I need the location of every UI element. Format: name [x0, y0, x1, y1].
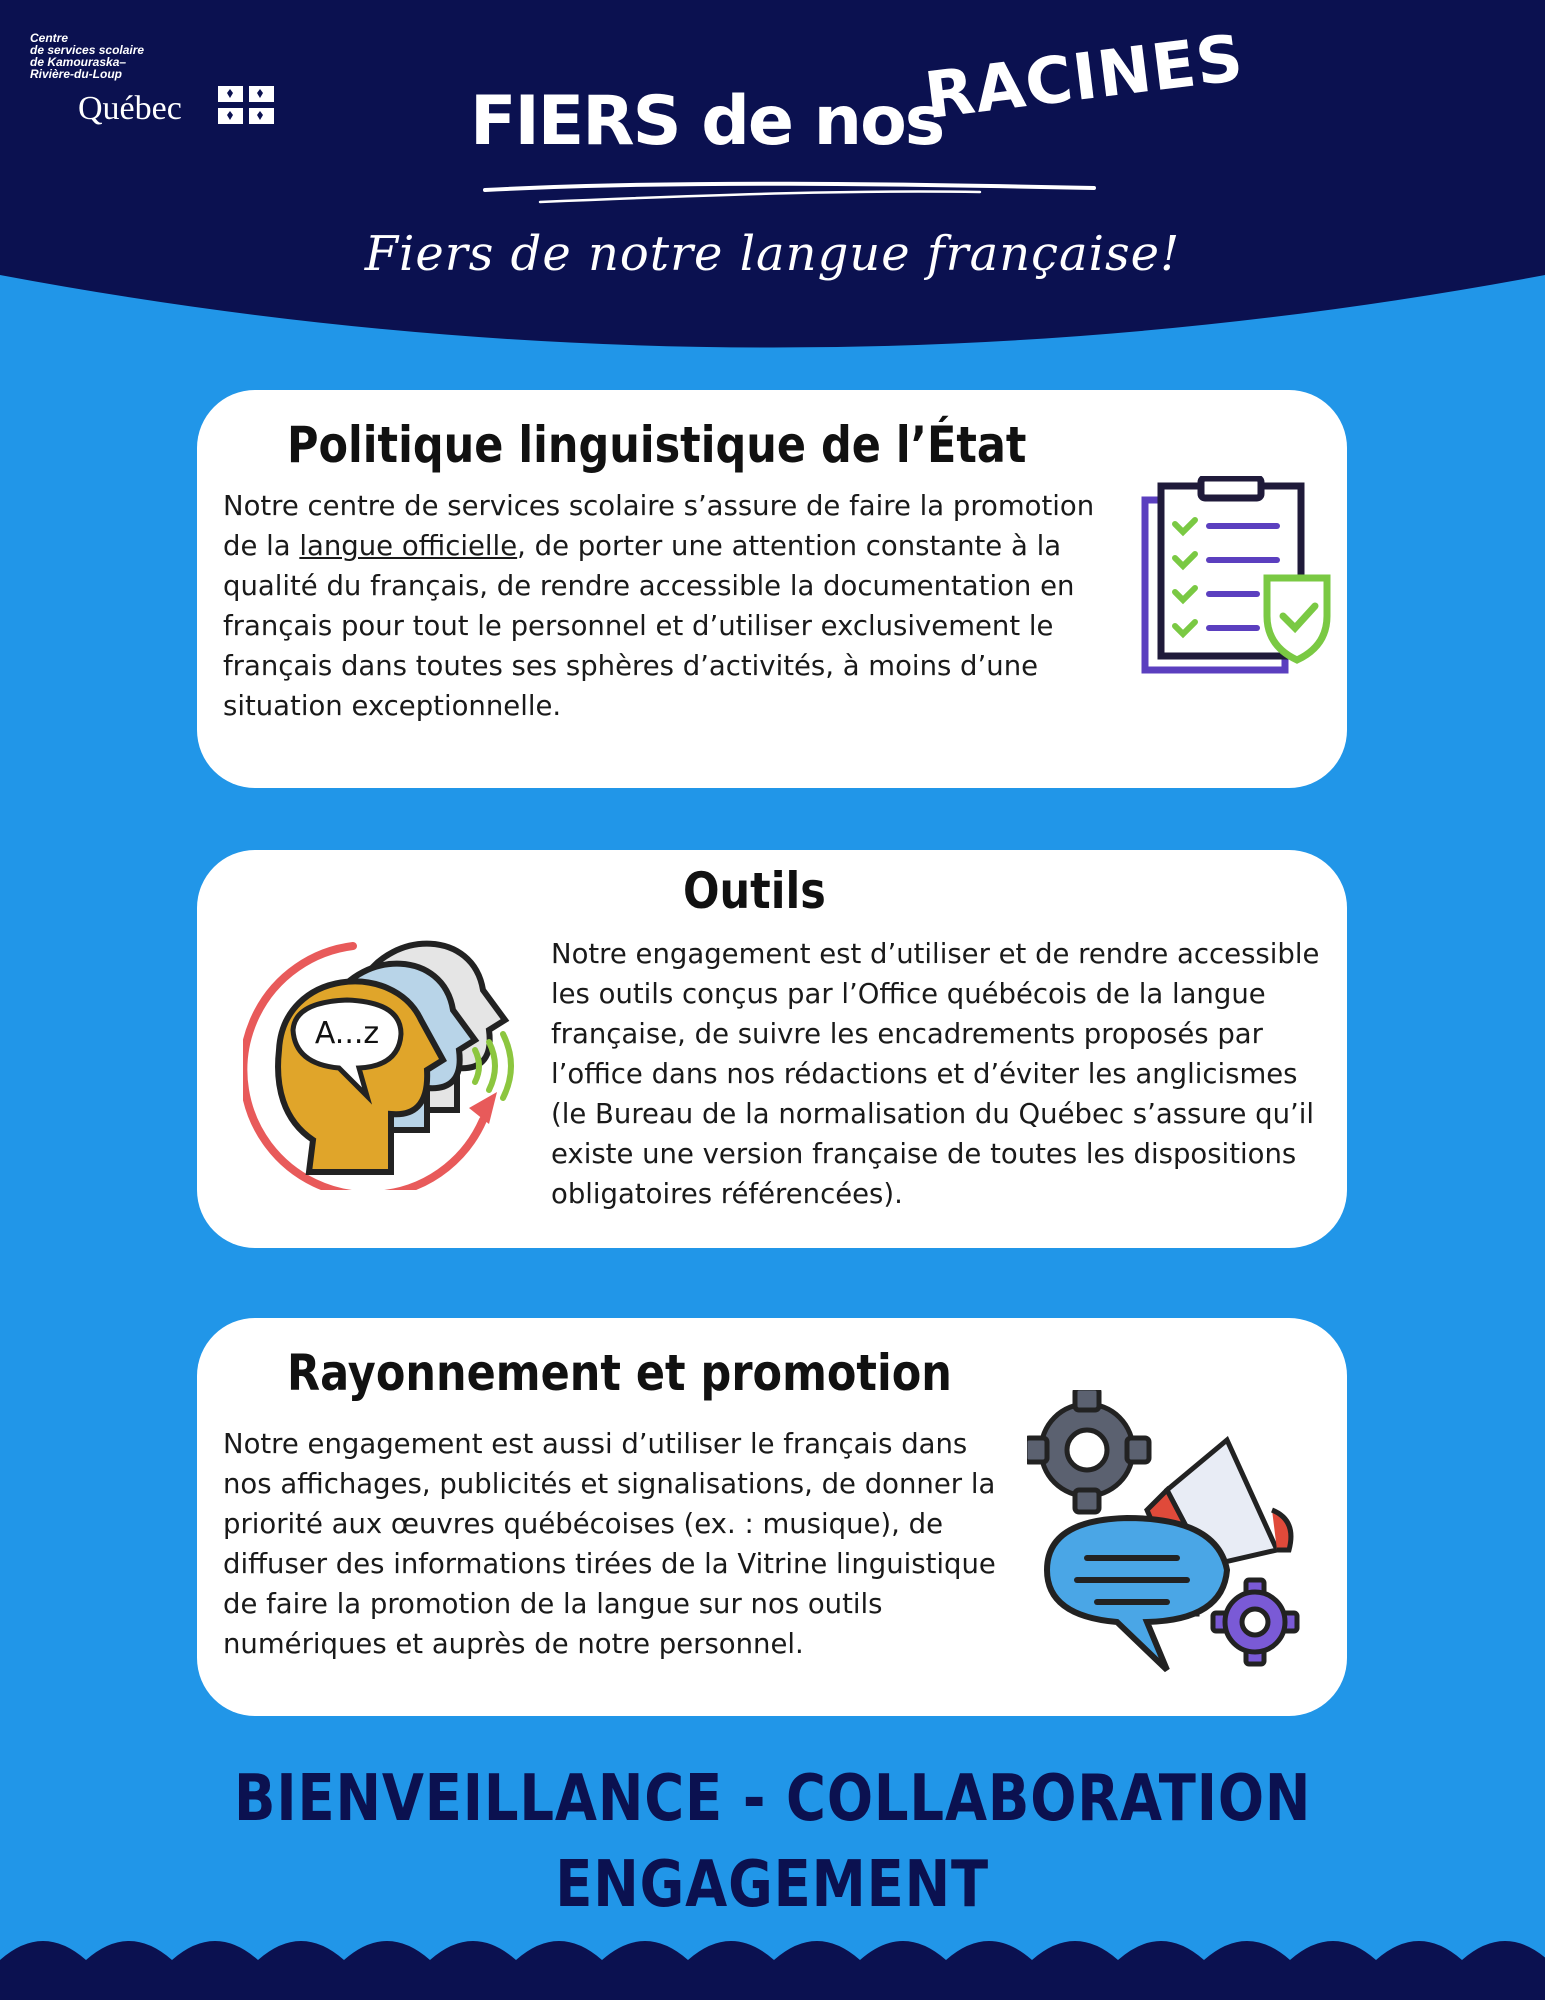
- card-heading: Rayonnement et promotion: [287, 1344, 952, 1402]
- card-body-text: Notre engagement est aussi d’utiliser le…: [223, 1428, 996, 1660]
- card-rayonnement-promotion: Rayonnement et promotion Notre engagemen…: [197, 1318, 1347, 1716]
- card-heading: Politique linguistique de l’État: [287, 416, 1027, 474]
- header-background: [0, 0, 1545, 348]
- title-main: FIERS de nos: [470, 82, 945, 161]
- page-title: FIERS de nos RACINES: [470, 22, 1248, 178]
- langue-officielle-link[interactable]: langue officielle: [299, 530, 518, 562]
- footer-values-line-1: BIENVEILLANCE - COLLABORATION: [233, 1762, 1312, 1836]
- card-body-text: Notre centre de services scolaire s’assu…: [223, 490, 1095, 722]
- tagline: Fiers de notre langue française!: [364, 226, 1181, 282]
- speech-bubble-label: A...z: [315, 1016, 379, 1051]
- megaphone-gears-icon: [1027, 1390, 1300, 1673]
- footer-values-line-2: ENGAGEMENT: [555, 1848, 990, 1922]
- quebec-flag-icon: [218, 86, 274, 124]
- header-banner: Centre de services scolaire de Kamourask…: [0, 0, 1545, 380]
- card-outils: Outils Notre engagement est d’utiliser e…: [197, 850, 1347, 1248]
- card-heading: Outils: [683, 862, 826, 920]
- footer-waves: [0, 1941, 1545, 2000]
- speaking-heads-icon: A...z: [243, 940, 514, 1190]
- card-body-text: Notre engagement est d’utiliser et de re…: [551, 938, 1320, 1210]
- organization-logo: Centre de services scolaire de Kamourask…: [30, 32, 290, 132]
- clipboard-checklist-icon: [1141, 476, 1331, 674]
- title-underline-swoosh: [483, 181, 1096, 204]
- organization-name: Centre de services scolaire de Kamourask…: [30, 31, 145, 81]
- quebec-wordmark: Québec: [78, 90, 182, 127]
- card-politique-linguistique: Politique linguistique de l’État Notre c…: [197, 390, 1347, 788]
